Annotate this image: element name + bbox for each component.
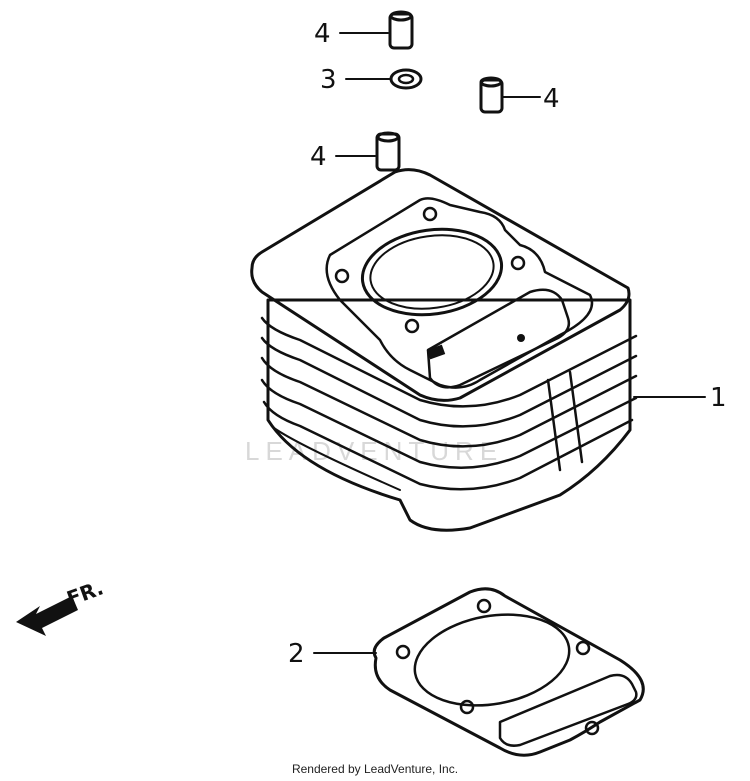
o-ring	[389, 68, 423, 90]
base-gasket	[372, 587, 645, 757]
dowel-pin-left	[375, 131, 401, 172]
callout-4-right: 4	[543, 84, 560, 114]
callout-1: 1	[710, 383, 727, 413]
dowel-pin-top	[388, 10, 414, 50]
front-direction-label: FR.	[64, 575, 107, 610]
callout-4-top: 4	[314, 19, 331, 49]
dowel-pin-right	[479, 76, 504, 114]
footer-credit: Rendered by LeadVenture, Inc.	[291, 762, 459, 776]
front-direction-arrow: FR.	[16, 575, 107, 636]
callout-3: 3	[320, 65, 337, 95]
callout-4-left: 4	[310, 142, 327, 172]
callout-2: 2	[288, 639, 305, 669]
cylinder	[250, 168, 638, 532]
